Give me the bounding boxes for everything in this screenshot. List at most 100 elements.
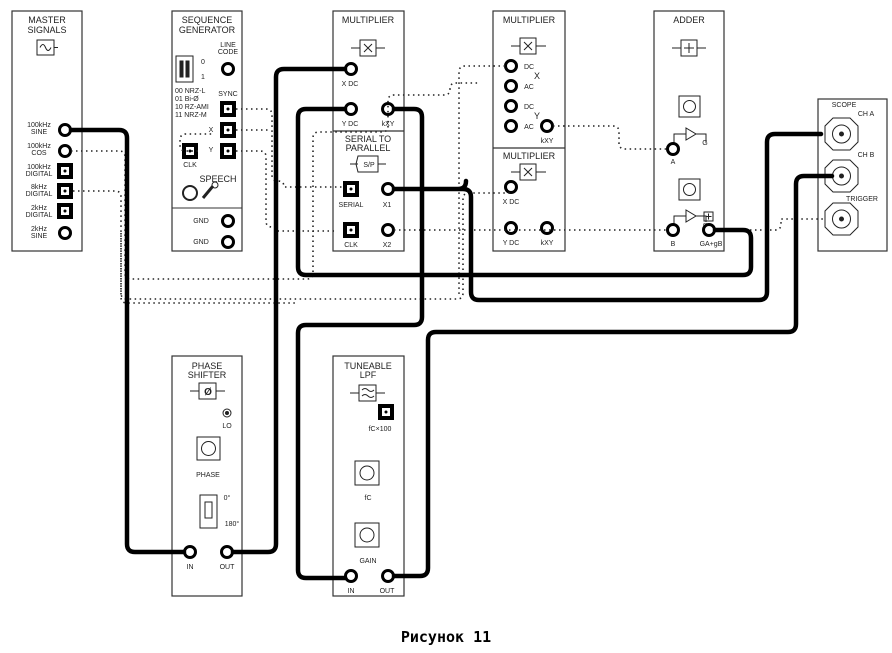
phase-lo-socket[interactable] bbox=[222, 408, 232, 418]
mult3-symbol-icon bbox=[511, 163, 546, 181]
seqgen-linecode-socket[interactable] bbox=[221, 62, 235, 76]
phase-knob-label: PHASE bbox=[196, 472, 220, 479]
sockets bbox=[57, 59, 859, 583]
seqgen-title-1: SEQUENCE bbox=[182, 15, 233, 25]
s2p-serial-label: SERIAL bbox=[339, 202, 364, 209]
seqgen-gnd2-socket[interactable] bbox=[221, 235, 235, 249]
mult3-xdc-socket[interactable] bbox=[504, 180, 518, 194]
lpf-title-2: LPF bbox=[360, 370, 377, 380]
lpf-gain-label: GAIN bbox=[359, 558, 376, 565]
seqgen-code-1: 00 NRZ-L bbox=[175, 88, 205, 95]
s2p-clk-label: CLK bbox=[344, 242, 358, 249]
lpf-fc-knob[interactable] bbox=[354, 460, 380, 486]
master-100k-cos-socket[interactable] bbox=[58, 144, 72, 158]
master-out1-l2: SINE bbox=[31, 129, 48, 136]
seqgen-gnd2-label: GND bbox=[193, 239, 209, 246]
seqgen-code-2: 01 Bi-Ø bbox=[175, 96, 199, 103]
lpf-fc-label: fC bbox=[365, 495, 372, 502]
scope-trigger-bnc[interactable] bbox=[824, 202, 859, 236]
seqgen-switch-0: 0 bbox=[201, 59, 205, 66]
mult2-ac1-label: AC bbox=[524, 84, 534, 91]
phase-0-label: 0° bbox=[224, 494, 231, 502]
mult3-title: MULTIPLIER bbox=[503, 151, 556, 161]
mult2-dc1-socket[interactable] bbox=[504, 59, 518, 73]
adder-title: ADDER bbox=[673, 15, 705, 25]
master-out3-l2: DIGITAL bbox=[26, 171, 53, 178]
master-out4-l2: DIGITAL bbox=[26, 191, 53, 198]
seqgen-code-3: 10 RZ-AMI bbox=[175, 104, 209, 111]
wire-kxy-to-adder-a bbox=[553, 125, 667, 150]
seqgen-gnd1-label: GND bbox=[193, 218, 209, 225]
speech-mic-icon bbox=[182, 185, 198, 201]
s2p-title-2: PARALLEL bbox=[346, 143, 391, 153]
s2p-symbol-icon bbox=[350, 155, 386, 173]
s2p-symbol: S/P bbox=[363, 162, 375, 169]
lpf-symbol-icon bbox=[350, 384, 385, 402]
figure-caption: Рисунок 11 bbox=[401, 628, 491, 646]
scope-title: SCOPE bbox=[832, 102, 857, 109]
seqgen-x-label: X bbox=[209, 127, 214, 134]
seqgen-speech-label: SPEECH bbox=[199, 174, 236, 184]
wire-sync-to-s2p bbox=[236, 108, 343, 188]
s2p-x1-label: X1 bbox=[383, 202, 392, 209]
mult2-ac1-socket[interactable] bbox=[504, 79, 518, 93]
wire-8k-to-mult3-xdc bbox=[73, 190, 512, 300]
adder-symbol-icon bbox=[672, 39, 706, 57]
master-title-2: SIGNALS bbox=[27, 25, 66, 35]
scope-cha-bnc[interactable] bbox=[824, 117, 859, 151]
phase-symbol-icon bbox=[190, 382, 225, 400]
s2p-title-1: SERIAL TO bbox=[345, 134, 391, 144]
seqgen-code-4: 11 NRZ-M bbox=[175, 112, 207, 119]
wire-mult2-dc1-left bbox=[458, 65, 505, 294]
phase-out-label: OUT bbox=[220, 564, 236, 571]
seqgen-clk-label: CLK bbox=[183, 162, 197, 169]
mult2-dc2-label: DC bbox=[524, 104, 534, 111]
adder-g-label: G bbox=[702, 140, 707, 147]
mult2-symbol-icon bbox=[511, 37, 546, 55]
phase-switch[interactable] bbox=[199, 494, 218, 529]
adder-b-socket[interactable] bbox=[666, 223, 680, 237]
mult1-title: MULTIPLIER bbox=[342, 15, 395, 25]
mult1-kxy-label: kXY bbox=[382, 121, 395, 128]
mult3-ydc-socket[interactable] bbox=[504, 221, 518, 235]
scope-cha-label: CH A bbox=[858, 111, 875, 118]
seqgen-gnd1-socket[interactable] bbox=[221, 214, 235, 228]
wire-seqx-to-clk bbox=[179, 129, 268, 152]
mult2-dc2-socket[interactable] bbox=[504, 99, 518, 113]
master-title-1: MASTER bbox=[28, 15, 66, 25]
mult2-dc1-label: DC bbox=[524, 64, 534, 71]
master-2k-sine-socket[interactable] bbox=[58, 226, 72, 240]
phase-symbol: Ø bbox=[204, 387, 212, 398]
adder-a-socket[interactable] bbox=[666, 142, 680, 156]
mult2-ac2-socket[interactable] bbox=[504, 119, 518, 133]
adder-a-label: A bbox=[671, 159, 676, 166]
adder-g2-knob[interactable] bbox=[678, 178, 701, 201]
mult2-title: MULTIPLIER bbox=[503, 15, 556, 25]
adder-gain-a-icon bbox=[673, 127, 707, 144]
wire-trigger bbox=[715, 218, 825, 231]
scope-chb-bnc[interactable] bbox=[824, 159, 859, 193]
lpf-in-socket[interactable] bbox=[344, 569, 358, 583]
phase-knob[interactable] bbox=[196, 436, 221, 461]
master-out5-l1: 2kHz bbox=[31, 205, 47, 212]
master-out1-l1: 100kHz bbox=[27, 122, 51, 129]
scope-trigger-label: TRIGGER bbox=[846, 196, 878, 203]
phase-title-1: PHASE bbox=[192, 361, 223, 371]
master-signal-icon bbox=[36, 39, 58, 56]
cord-x1-to-scope-cha bbox=[391, 131, 824, 303]
adder-g-knob[interactable] bbox=[678, 95, 701, 118]
s2p-x2-socket[interactable] bbox=[381, 223, 395, 237]
master-out3-l1: 100kHz bbox=[27, 164, 51, 171]
phase-title-2: SHIFTER bbox=[188, 370, 227, 380]
seqgen-sync-label: SYNC bbox=[218, 91, 237, 98]
lpf-in-label: IN bbox=[348, 588, 355, 595]
seqgen-switch-1: 1 bbox=[201, 74, 205, 81]
adder-out-label: GA+gB bbox=[700, 241, 723, 248]
mult2-kxy-socket[interactable] bbox=[540, 119, 554, 133]
mult3-ydc-label: Y DC bbox=[503, 240, 520, 247]
lpf-gain-knob[interactable] bbox=[354, 522, 380, 548]
cord-mult1-ydc-to-adder-out bbox=[295, 106, 754, 278]
mult3-kxy-socket[interactable] bbox=[540, 221, 554, 235]
lpf-fcx-label: fC×100 bbox=[369, 426, 392, 433]
mult2-kxy-label: kXY bbox=[541, 138, 554, 145]
